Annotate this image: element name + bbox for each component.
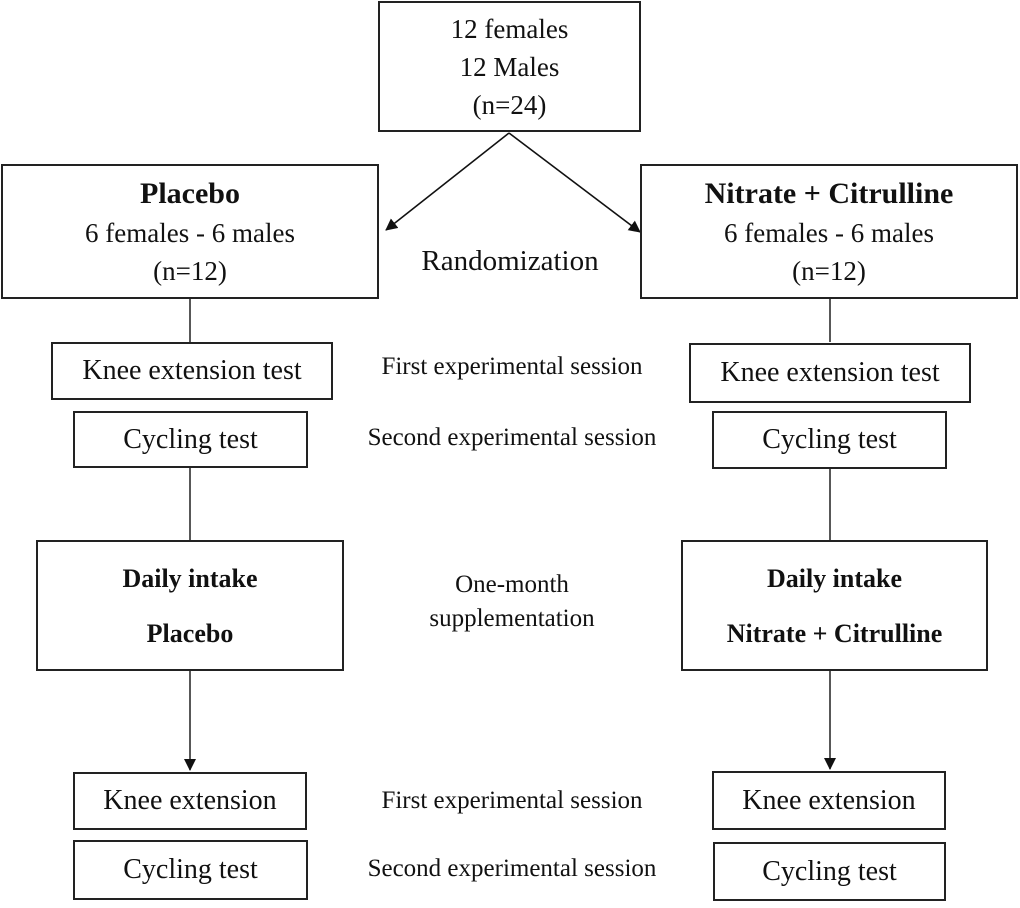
placebo-group-box: Placebo 6 females - 6 males (n=12) <box>1 164 379 299</box>
top-line-2: 12 Males <box>459 51 560 82</box>
placebo-cycling-post-box: Cycling test <box>73 840 308 900</box>
first-session-post-label: First experimental session <box>381 787 643 814</box>
treatment-intake-line-1: Daily intake <box>766 563 903 593</box>
first-session-pre-label: First experimental session <box>381 353 643 380</box>
placebo-title: Placebo <box>140 176 240 210</box>
treatment-n: (n=12) <box>792 255 866 286</box>
arrow-to-placebo <box>385 132 510 231</box>
second-session-pre-label: Second experimental session <box>367 424 657 451</box>
second-session-post-label: Second experimental session <box>367 855 657 882</box>
top-line-1: 12 females <box>450 13 569 44</box>
treatment-group-box: Nitrate + Citrulline 6 females - 6 males… <box>640 164 1018 299</box>
treatment-cycling-post-box: Cycling test <box>713 842 946 901</box>
placebo-intake-line-2: Placebo <box>146 618 234 648</box>
treatment-cycling-test-box: Cycling test <box>712 411 947 469</box>
treatment-intake-line-2: Nitrate + Citrulline <box>726 618 943 648</box>
placebo-composition: 6 females - 6 males <box>85 217 295 248</box>
supplementation-label-line-2: supplementation <box>429 605 595 632</box>
placebo-knee-post-box: Knee extension <box>73 772 307 830</box>
placebo-n: (n=12) <box>153 255 227 286</box>
arrow-to-treatment <box>508 132 641 233</box>
placebo-cycling-test-box: Cycling test <box>73 411 308 468</box>
placebo-daily-intake-box: Daily intake Placebo <box>36 540 344 671</box>
treatment-daily-intake-box: Daily intake Nitrate + Citrulline <box>681 540 988 671</box>
total-participants-box: 12 females 12 Males (n=24) <box>378 1 641 132</box>
treatment-knee-post-box: Knee extension <box>712 771 946 830</box>
treatment-composition: 6 females - 6 males <box>724 217 934 248</box>
treatment-title: Nitrate + Citrulline <box>704 176 954 210</box>
top-line-3: (n=24) <box>472 89 547 120</box>
treatment-knee-test-box: Knee extension test <box>689 343 971 403</box>
randomization-label: Randomization <box>421 245 599 277</box>
placebo-intake-line-1: Daily intake <box>122 563 258 593</box>
placebo-knee-test-box: Knee extension test <box>51 342 333 400</box>
supplementation-label-line-1: One-month <box>455 571 569 598</box>
